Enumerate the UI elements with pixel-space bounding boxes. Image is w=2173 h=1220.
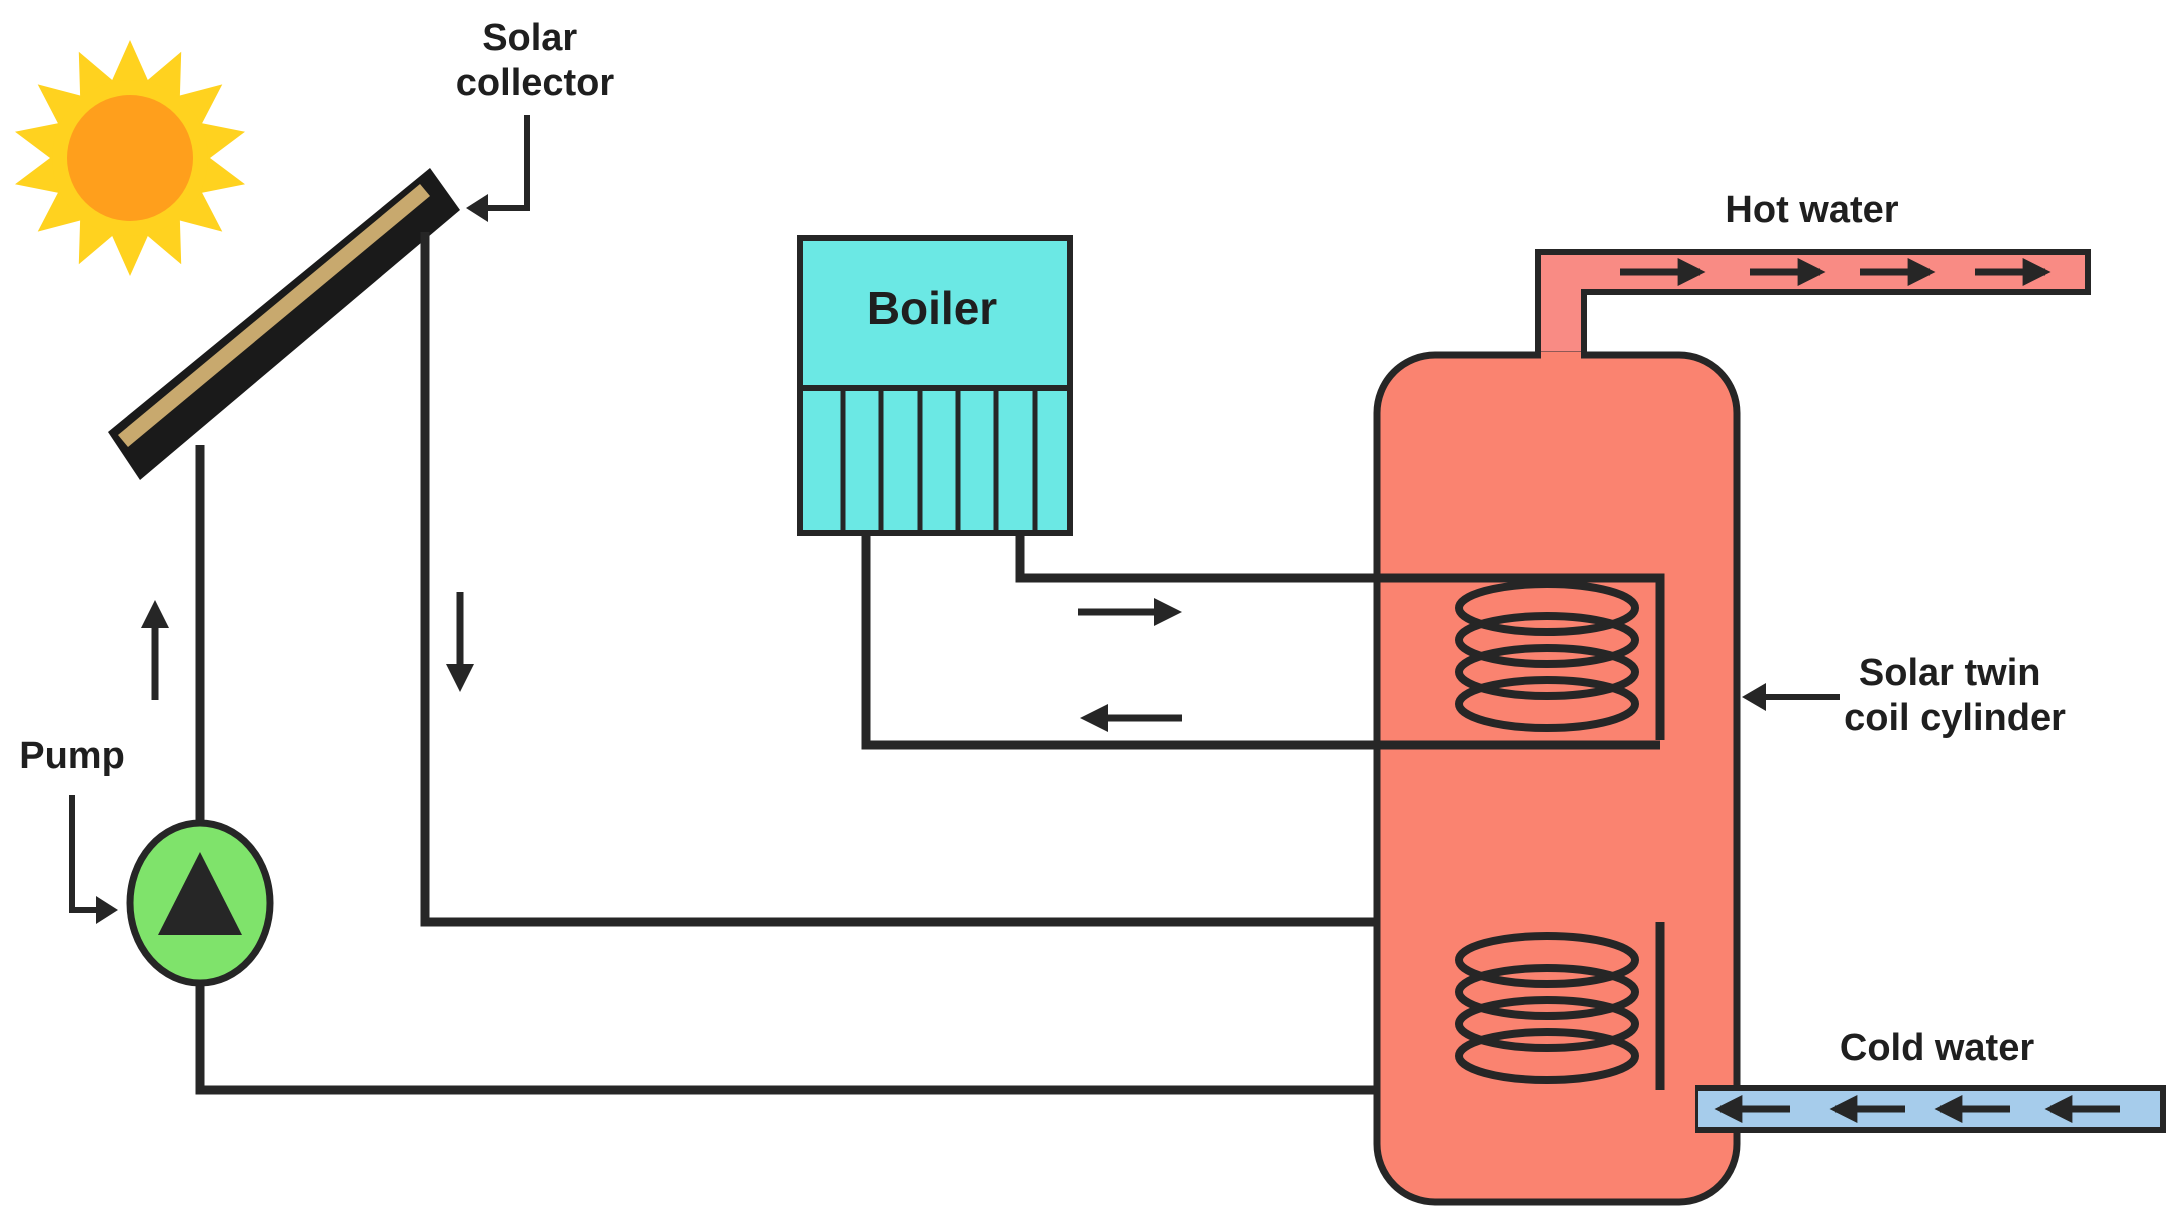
upper-heating-coil: [1455, 580, 1639, 732]
cold-water-label: Cold water: [1840, 1027, 2034, 1069]
solar-collector-pointer-arrow: [466, 115, 530, 222]
pump-label: Pump: [19, 735, 125, 777]
pump-pointer-arrow: [69, 795, 118, 924]
pump-icon[interactable]: [126, 819, 274, 987]
sun-icon: [15, 40, 245, 276]
solar-collector-label-line2: collector: [456, 62, 615, 104]
cylinder-label: Solar twin coil cylinder: [1844, 652, 2066, 739]
cylinder-label-line1: Solar twin: [1859, 652, 2041, 694]
cylinder-label-line2: coil cylinder: [1844, 697, 2066, 739]
boiler-loop-pipes: [861, 533, 1665, 750]
sun-core: [67, 95, 193, 221]
boiler-label: Boiler: [867, 282, 997, 334]
hot-water-label: Hot water: [1725, 189, 1898, 231]
boiler-flow-out-arrow: [1078, 598, 1182, 626]
solar-twin-coil-cylinder: [1373, 249, 2091, 1206]
boiler: [797, 235, 1073, 536]
solar-collector-label-line1: Solar: [482, 17, 577, 59]
boiler-flow-return-arrow: [1080, 704, 1182, 732]
solar-collector-label: Solar collector: [456, 17, 615, 104]
lower-solar-coil: [1455, 932, 1639, 1084]
solar-flow-up-arrow: [141, 600, 169, 700]
solar-loop-pipes: [195, 232, 1660, 1095]
solar-flow-down-arrow: [446, 592, 474, 692]
solar-collector-panel: [108, 168, 460, 480]
boiler-fins: [840, 388, 1038, 533]
cylinder-pointer-arrow: [1742, 683, 1840, 711]
